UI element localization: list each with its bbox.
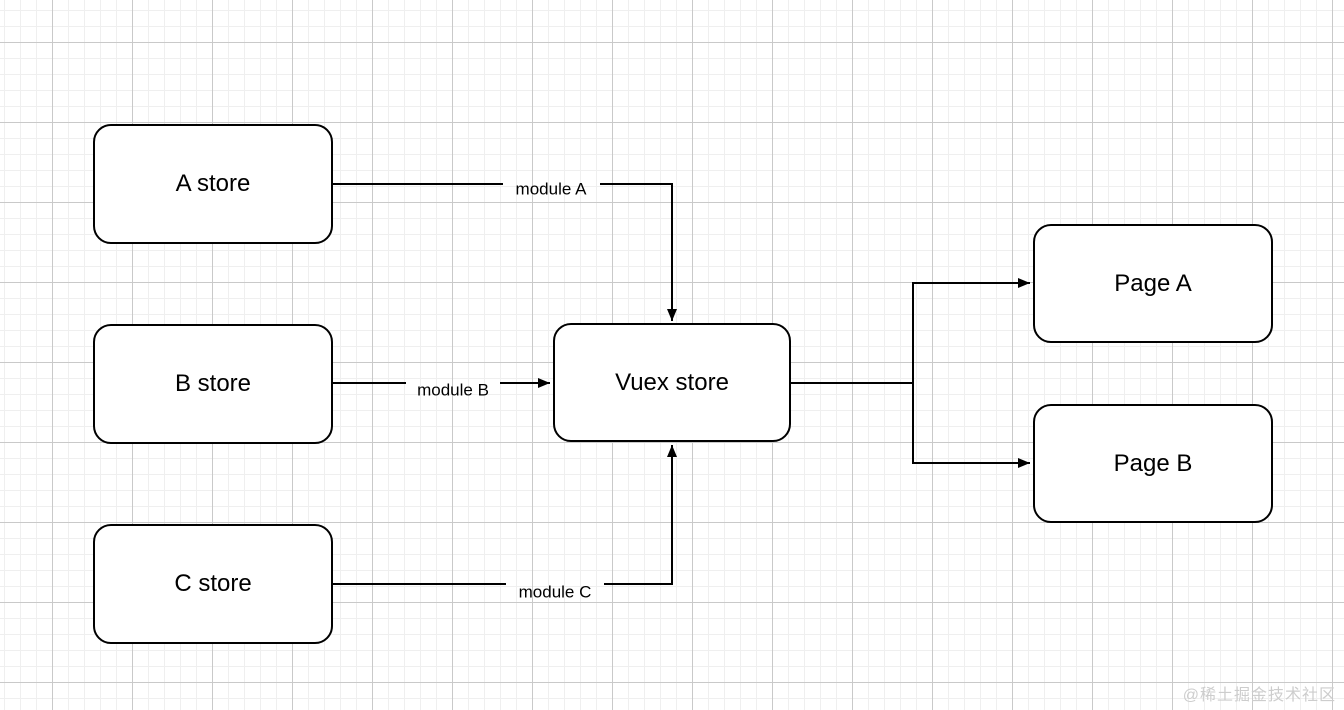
edge-label-module-a: module A (515, 179, 587, 199)
node-page-a: Page A (1033, 224, 1273, 343)
node-c-store: C store (93, 524, 333, 644)
edge-c-to-vuex-arrow (604, 445, 677, 585)
node-vuex-store-label: Vuex store (615, 368, 729, 396)
node-a-store: A store (93, 124, 333, 244)
node-page-a-label: Page A (1114, 269, 1192, 297)
watermark: @稀土掘金技术社区 (1182, 687, 1336, 704)
edge-label-module-c: module C (518, 582, 592, 602)
edge-label-module-b: module B (417, 380, 489, 400)
node-page-b-label: Page B (1113, 449, 1193, 477)
edge-a-to-vuex-arrow (600, 183, 677, 321)
node-a-store-label: A store (175, 170, 251, 197)
node-page-b: Page B (1033, 404, 1273, 523)
node-vuex-store: Vuex store (553, 323, 791, 442)
edge-vuex-to-page-a (912, 278, 1030, 383)
edge-vuex-to-page-b (912, 383, 1030, 468)
node-c-store-label: C store (174, 570, 252, 597)
node-b-store-label: B store (174, 370, 252, 397)
node-b-store: B store (93, 324, 333, 444)
